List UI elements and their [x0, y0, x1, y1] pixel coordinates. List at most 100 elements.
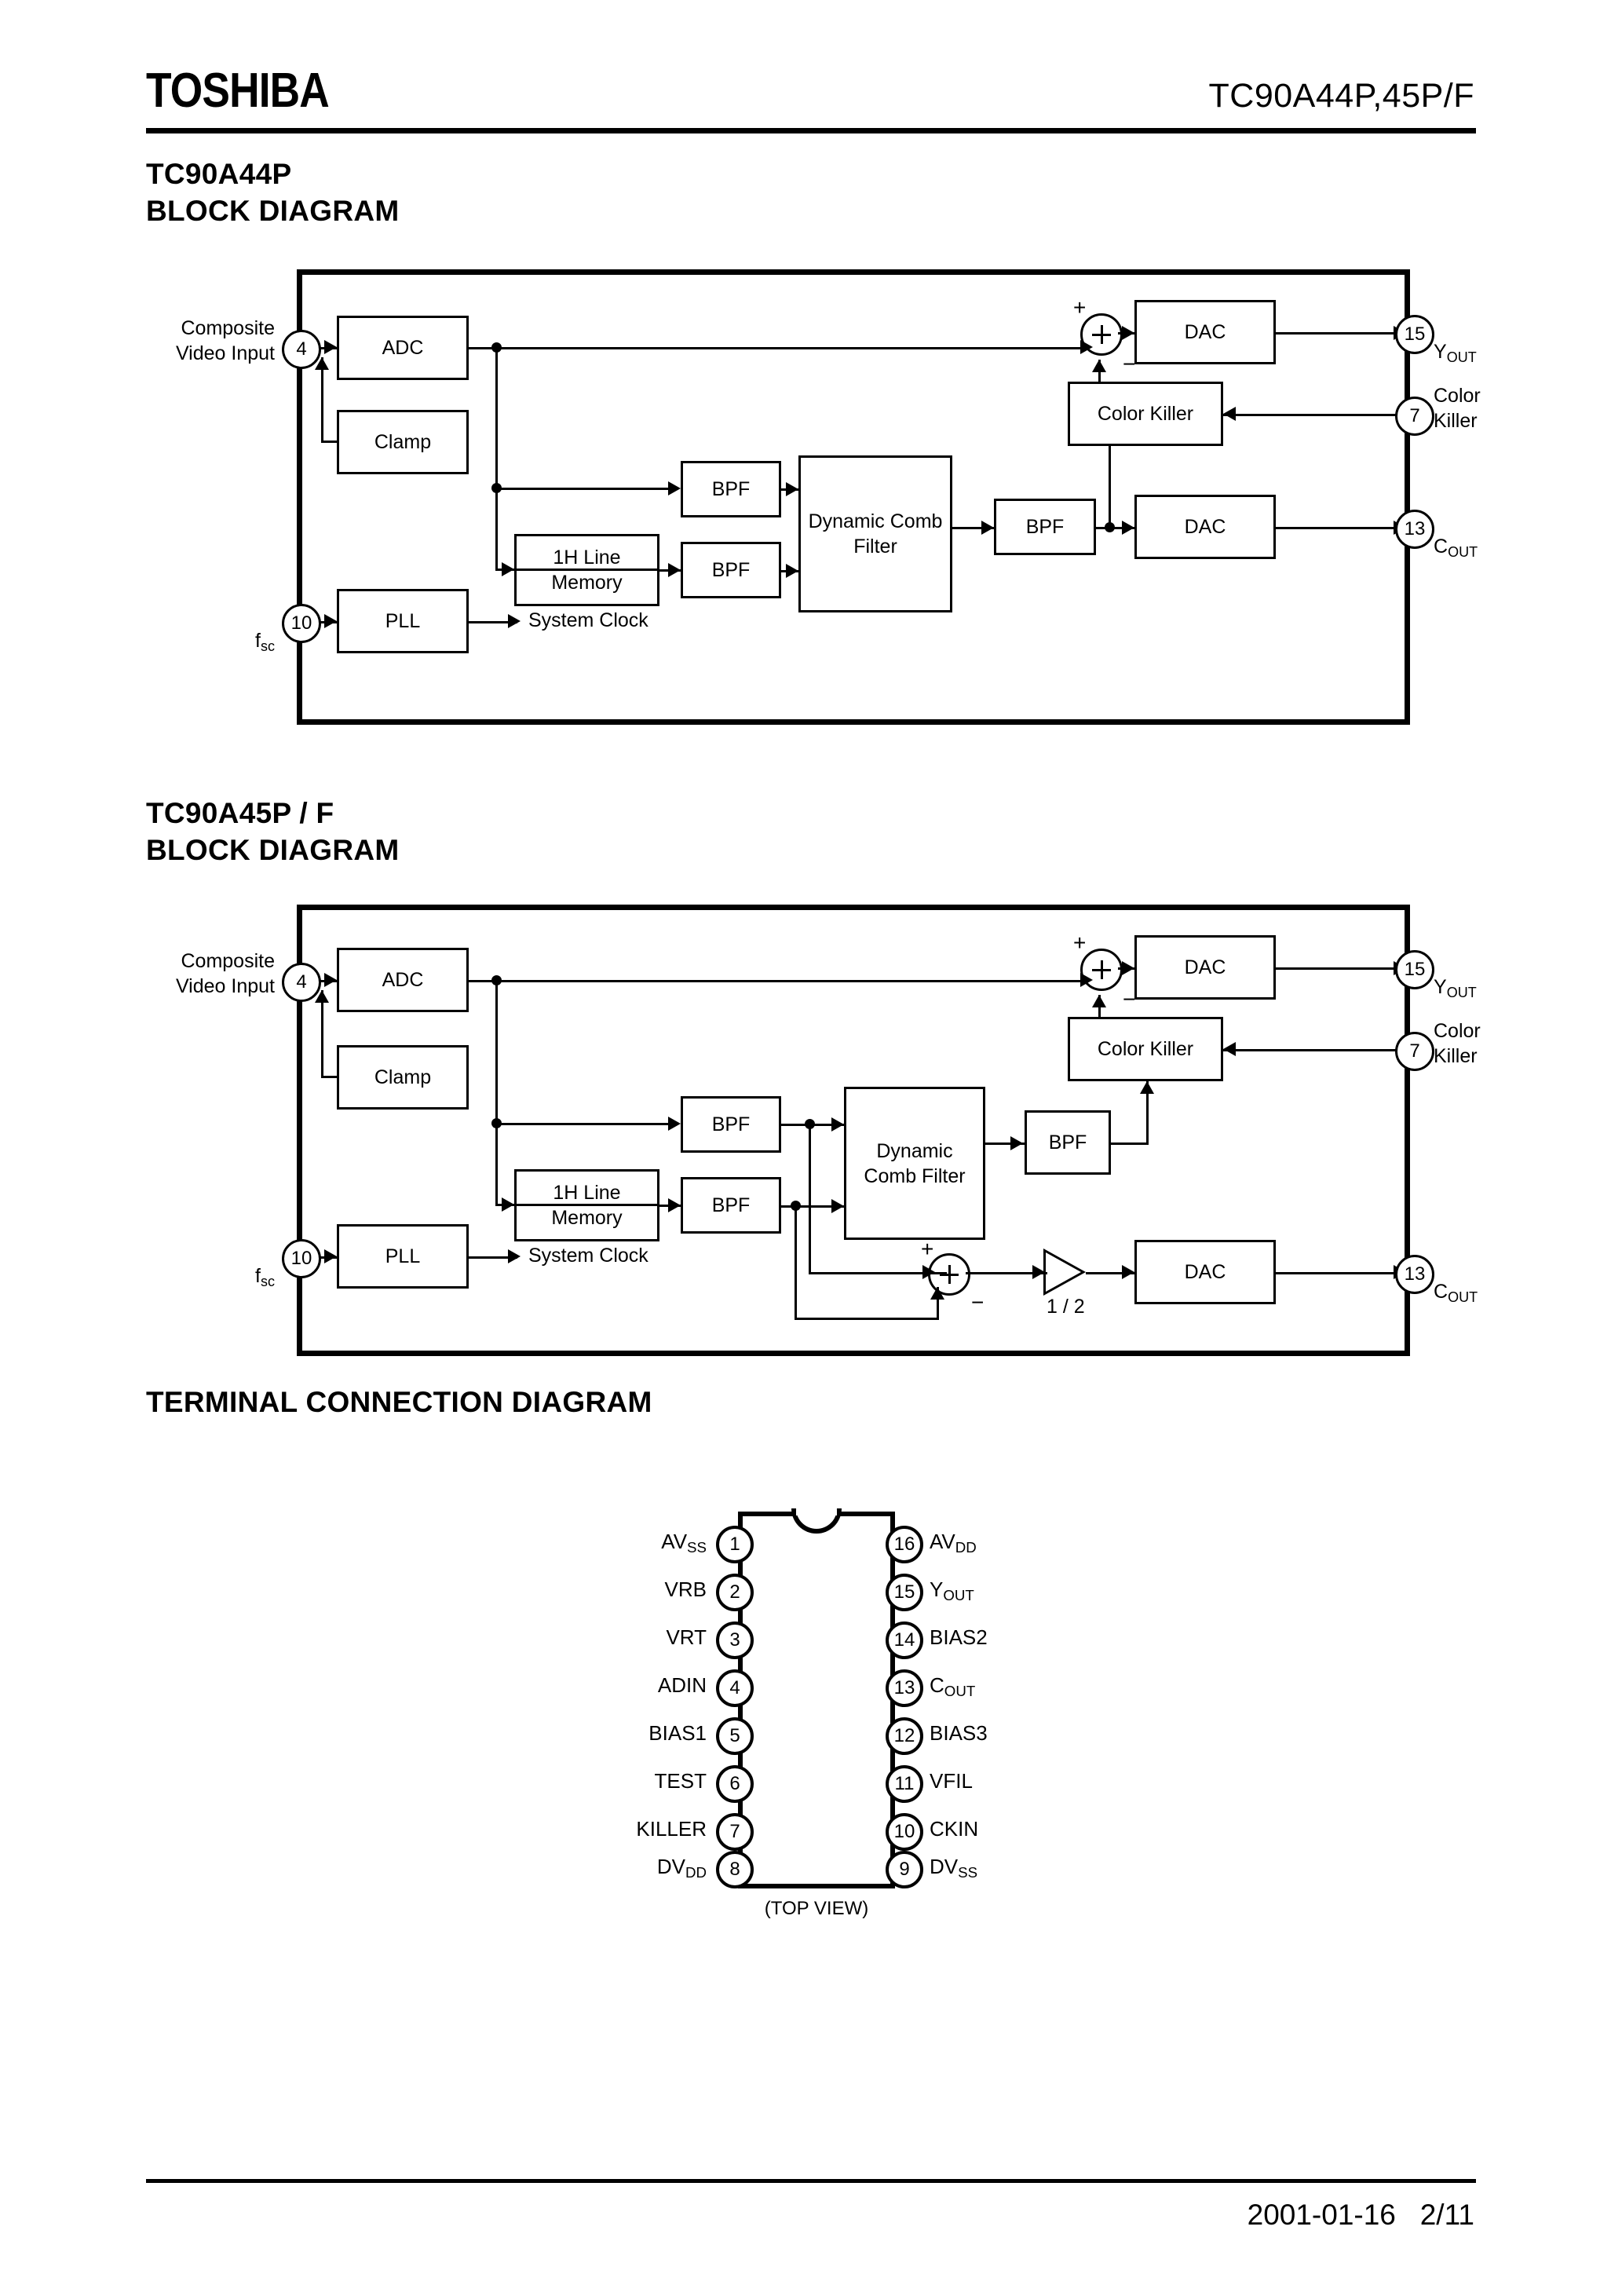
pin-label-8: DVDD: [581, 1855, 707, 1885]
arrow-sum-minus: [1092, 360, 1106, 372]
label2-composite-video-input: Composite Video Input: [175, 950, 275, 997]
wire-bpfout-dacc: [1096, 527, 1134, 529]
pin-13-cout: 13: [1395, 510, 1434, 549]
pin-circle-15: 15: [886, 1574, 923, 1611]
terminal-connection-diagram: 1 AVSS 2 VRB 3 VRT 4 ADIN 5 BIAS1 6 TEST…: [597, 1508, 1036, 1920]
pin-label-15-sub: OUT: [943, 1587, 974, 1604]
pin-label-5-text: BIAS1: [648, 1721, 707, 1745]
pin-label-4: ADIN: [581, 1673, 707, 1703]
wire2-amp-dacc: [1086, 1272, 1134, 1274]
wire2-up-colorkiller: [1146, 1081, 1149, 1144]
part-number-header: TC90A44P,45P/F: [1208, 77, 1474, 115]
label2-color-killer-pin: Color Killer: [1434, 1020, 1481, 1067]
arrow-bpf-bottom: [668, 563, 681, 577]
arrow2-pll-in: [324, 1249, 337, 1263]
pin-label-13: COUT: [930, 1673, 975, 1703]
label-composite-video-input: Composite Video Input: [175, 317, 275, 364]
arrow-comb-bottom: [786, 564, 798, 578]
pin-10-fsc: 10: [282, 604, 321, 643]
block-bpf-bottom: BPF: [681, 542, 781, 598]
block-color-killer: Color Killer: [1068, 382, 1223, 446]
yout2-subscript: OUT: [1446, 985, 1477, 1001]
wire2-adc-to-sum: [469, 980, 1080, 982]
block-adc: ADC: [337, 316, 469, 380]
arrow2-amp: [1032, 1265, 1045, 1279]
pin-circle-12: 12: [886, 1717, 923, 1755]
arrow2-adc-in: [324, 973, 337, 987]
arrow2-bpfout: [1010, 1136, 1023, 1150]
wire2-bot-sum-v: [937, 1287, 939, 1320]
wire2-pin7-colorkiller: [1223, 1049, 1410, 1051]
wire2-adc-tap-down: [495, 980, 498, 1124]
wire2-comb-bpfout: [985, 1143, 1025, 1145]
cout2-text: C: [1434, 1281, 1448, 1303]
pin-label-15-text: Y: [930, 1578, 944, 1601]
fsc2-subscript: sc: [261, 1274, 275, 1290]
block2-color-killer: Color Killer: [1068, 1017, 1223, 1081]
label2-fsc: fsc: [141, 1238, 275, 1294]
block2-adc: ADC: [337, 948, 469, 1012]
block2-bpf-out: BPF: [1025, 1110, 1111, 1175]
label2-cout: COUT: [1434, 1254, 1478, 1310]
block2-dynamic-comb-filter: Dynamic Comb Filter: [844, 1087, 985, 1240]
label-color-killer-pin: Color Killer: [1434, 385, 1481, 432]
pin2-7-killer: 7: [1395, 1032, 1434, 1071]
arrow-clamp-feedback: [315, 357, 329, 370]
pin-circle-14: 14: [886, 1621, 923, 1659]
fsc2-text: f: [255, 1265, 261, 1287]
wire2-bot-down: [795, 1205, 797, 1320]
summing-junction: [1080, 313, 1123, 356]
arrow2-comb-bottom: [831, 1199, 844, 1213]
wire-node-colorkiller: [1109, 446, 1111, 528]
arrow-bpf-top: [668, 481, 681, 495]
wire2-to-bpf-top: [495, 1123, 668, 1125]
arrow2-sum-minus-top: [1092, 995, 1106, 1007]
pin2-10-fsc: 10: [282, 1239, 321, 1278]
block2-bpf-top: BPF: [681, 1096, 781, 1153]
wire-clamp-feedback-h: [321, 441, 337, 443]
pin-label-1-sub: SS: [687, 1539, 707, 1556]
wire-to-line-memory: [495, 569, 659, 571]
pin-circle-2: 2: [716, 1574, 754, 1611]
wire2-dacc-pin13: [1276, 1272, 1410, 1274]
arrow2-into-sum: [1080, 973, 1093, 987]
label-yout: YOUT: [1434, 314, 1477, 370]
pin-circle-5: 5: [716, 1717, 754, 1755]
pin-circle-16: 16: [886, 1526, 923, 1563]
arrow-pll-in: [324, 614, 337, 628]
arrow2-sysclk: [508, 1249, 521, 1263]
wire2-top-to-sum: [809, 1124, 811, 1273]
arrow-into-sum: [1080, 340, 1093, 354]
footer-rule: [146, 2179, 1476, 2183]
block-dac-y: DAC: [1134, 300, 1276, 364]
pin-label-6: TEST: [581, 1769, 707, 1799]
wire-down-to-memory: [495, 488, 498, 570]
arrow-comb-top: [786, 482, 798, 496]
wire2-bpfbot-comb: [781, 1205, 844, 1208]
arrow2-dac-c: [1122, 1265, 1134, 1279]
pin-label-3: VRT: [581, 1625, 707, 1655]
pin-label-9-sub: SS: [958, 1864, 978, 1881]
pin-circle-9: 9: [886, 1851, 923, 1888]
pin-label-16-sub: DD: [955, 1539, 977, 1556]
block-bpf-top: BPF: [681, 461, 781, 517]
block2-dac-y: DAC: [1134, 935, 1276, 1000]
pin-4-input: 4: [282, 330, 321, 369]
top-view-label: (TOP VIEW): [764, 1898, 869, 1919]
block-dac-c: DAC: [1134, 495, 1276, 559]
block2-bpf-bottom: BPF: [681, 1177, 781, 1234]
wire2-bpfout-right: [1111, 1143, 1149, 1145]
wire-dacc-pin13: [1276, 527, 1410, 529]
pin-label-16: AVDD: [930, 1530, 977, 1559]
pin2-4-input: 4: [282, 963, 321, 1002]
sum-plus-sign: +: [1073, 295, 1087, 320]
pin2-15-yout: 15: [1395, 950, 1434, 989]
arrow2-line-memory: [502, 1197, 514, 1212]
pin-label-1-text: AV: [661, 1530, 688, 1553]
pin-circle-8: 8: [716, 1851, 754, 1888]
arrow2-sum-minus: [930, 1287, 944, 1300]
toshiba-logo: TOSHIBA: [146, 64, 330, 118]
block-clamp: Clamp: [337, 410, 469, 474]
block2-dac-c: DAC: [1134, 1240, 1276, 1304]
